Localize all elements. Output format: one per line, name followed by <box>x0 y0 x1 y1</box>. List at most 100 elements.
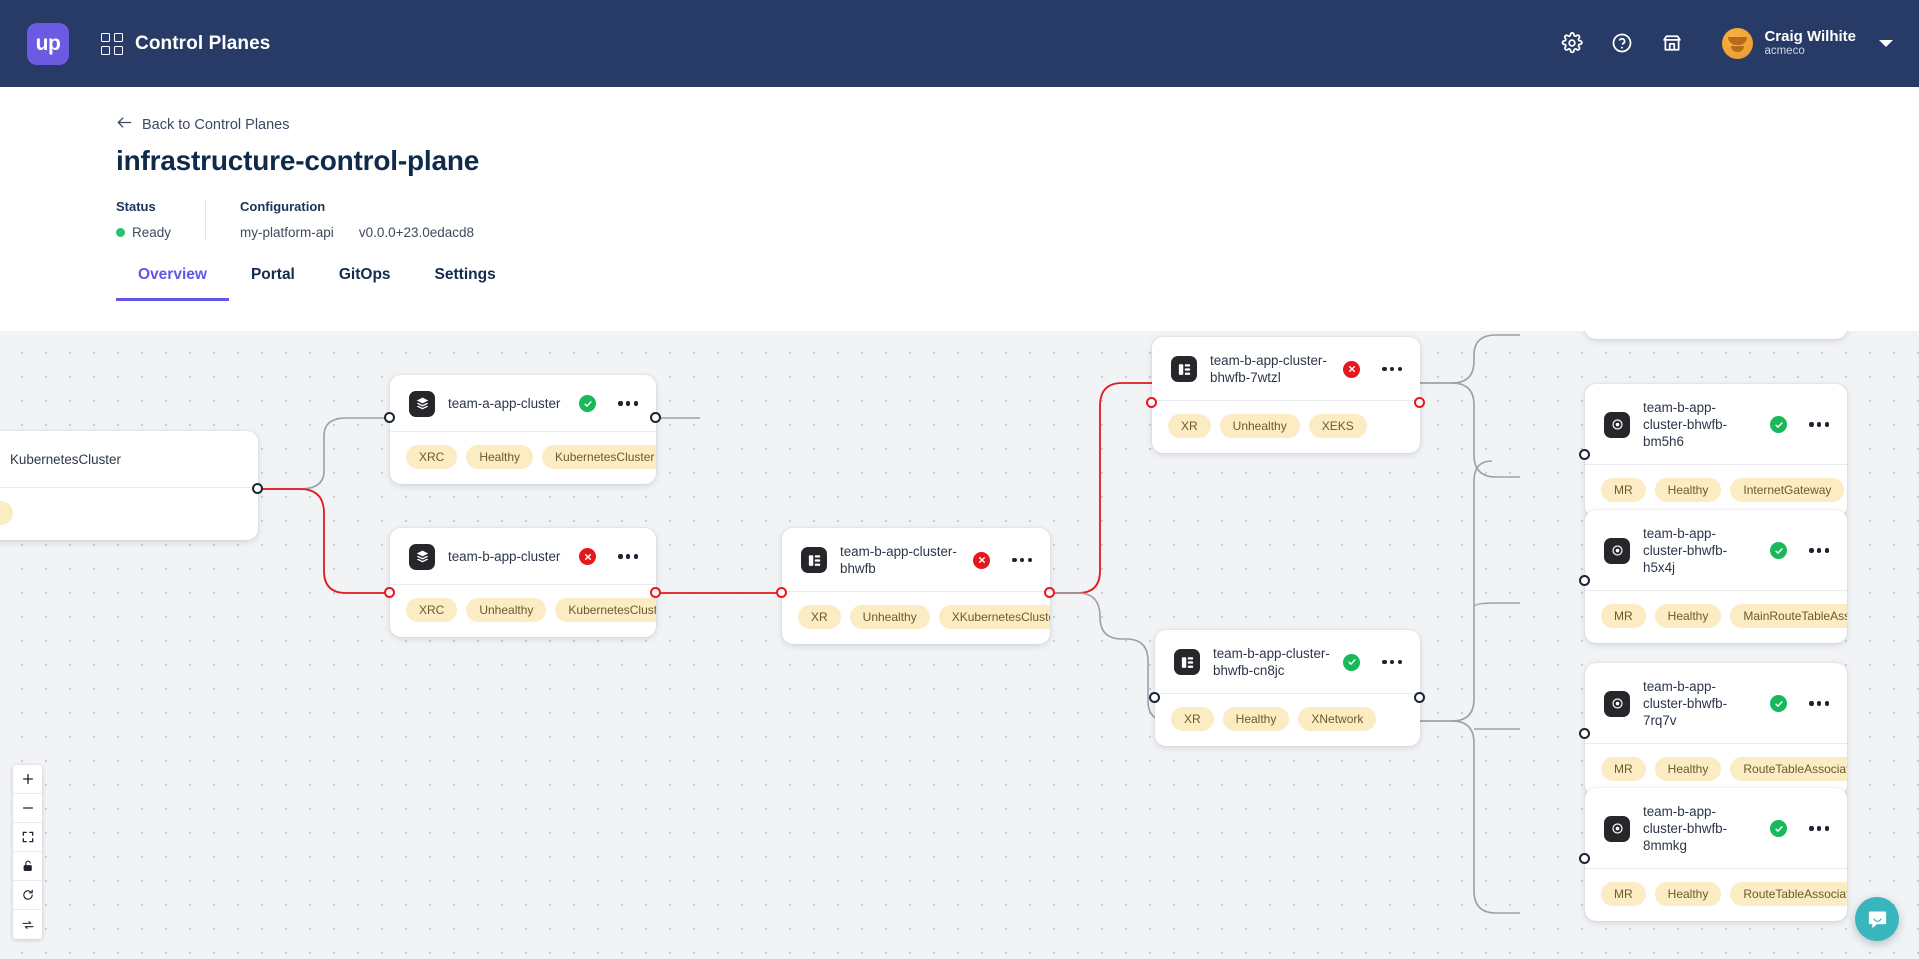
handle-team-b-out[interactable] <box>650 587 661 598</box>
handle-team-a-out[interactable] <box>650 412 661 423</box>
tag-health: Unhealthy <box>849 605 930 630</box>
status-unhealthy-icon <box>973 551 991 569</box>
handle-cn8jc-out[interactable] <box>1414 692 1425 703</box>
managed-resource-icon <box>1604 537 1630 564</box>
graph-node-team-b-app-cluster-bhwfb-bm5h6[interactable]: team-b-app-cluster-bhwfb-bm5h6 MR Health… <box>1585 384 1847 518</box>
tag-kind: XR <box>1171 707 1214 732</box>
node-tags: XR Unhealthy XKubernetesCluster <box>782 592 1050 644</box>
tag-kind: MR <box>1601 757 1646 782</box>
node-tags: XRC Healthy KubernetesCluster <box>390 432 656 484</box>
node-menu-button[interactable] <box>1373 363 1404 375</box>
sync-icon[interactable] <box>13 910 42 939</box>
graph-node-team-b-app-cluster-bhwfb-cn8jc[interactable]: team-b-app-cluster-bhwfb-cn8jc XR Health… <box>1155 630 1420 747</box>
tag-type: XEKS <box>1308 414 1367 439</box>
refresh-icon[interactable] <box>13 881 42 910</box>
tab-portal[interactable]: Portal <box>250 266 295 283</box>
tag-type: InternetGateway <box>1730 478 1845 503</box>
node-menu-button[interactable] <box>1800 418 1831 430</box>
composite-icon <box>1174 649 1200 676</box>
graph-node-team-a-app-cluster[interactable]: team-a-app-cluster XRC Healthy Kubernete… <box>390 375 656 484</box>
handle-7wtzl-out[interactable] <box>1414 397 1425 408</box>
chevron-down-icon[interactable] <box>1879 39 1893 47</box>
node-title: team-b-app-cluster-bhwfb-h5x4j <box>1643 526 1728 576</box>
handle-team-a-in[interactable] <box>384 412 395 423</box>
node-menu-button[interactable] <box>1800 697 1831 709</box>
graph-node-team-b-app-cluster[interactable]: team-b-app-cluster XRC Unhealthy Kuberne… <box>390 528 656 637</box>
graph-node-partial-top[interactable] <box>1585 331 1847 339</box>
status-block: Status Ready <box>116 199 205 240</box>
zoom-in-icon[interactable] <box>13 765 42 794</box>
top-navigation-bar: up Control Planes Craig Wilhite acmeco <box>0 0 1919 87</box>
tab-settings[interactable]: Settings <box>434 266 496 283</box>
node-divider <box>1585 590 1847 592</box>
managed-resource-icon <box>1604 690 1630 717</box>
tag-health: Healthy <box>1654 604 1722 629</box>
tag-type: RouteTableAssociation <box>1730 882 1847 907</box>
resource-graph-canvas[interactable]: KubernetesCluster API team-a-app-cluster… <box>0 331 1919 959</box>
handle-7wtzl-in[interactable] <box>1146 397 1157 408</box>
handle-cn8jc-in[interactable] <box>1149 692 1160 703</box>
node-menu-button[interactable] <box>1373 656 1404 668</box>
handle-kubernetescluster-out[interactable] <box>252 483 263 494</box>
node-menu-button[interactable] <box>1800 544 1831 556</box>
node-menu-button[interactable] <box>609 550 640 562</box>
handle-7rq7v-in[interactable] <box>1579 728 1590 739</box>
topbar-actions: Craig Wilhite acmeco <box>1558 28 1893 59</box>
node-title: team-b-app-cluster-bhwfb-cn8jc <box>1213 646 1330 679</box>
node-header: team-a-app-cluster <box>390 375 656 431</box>
tag-type: RouteTableAssociation <box>1730 757 1847 782</box>
graph-node-team-b-app-cluster-bhwfb-7wtzl[interactable]: team-b-app-cluster-bhwfb-7wtzl XR Unheal… <box>1152 337 1420 454</box>
tag-kind: MR <box>1601 604 1646 629</box>
tag-health: Healthy <box>1654 882 1722 907</box>
tab-overview[interactable]: Overview <box>116 260 229 301</box>
handle-8mmkg-in[interactable] <box>1579 853 1590 864</box>
fit-view-icon[interactable] <box>13 823 42 852</box>
node-title: team-b-app-cluster-bhwfb-7wtzl <box>1210 353 1327 386</box>
status-unhealthy-icon <box>1343 360 1361 378</box>
status-label: Status <box>116 199 156 214</box>
zoom-out-icon[interactable] <box>13 794 42 823</box>
graph-node-team-b-app-cluster-bhwfb-h5x4j[interactable]: team-b-app-cluster-bhwfb-h5x4j MR Health… <box>1585 510 1847 644</box>
node-divider <box>0 487 258 488</box>
node-menu-button[interactable] <box>1800 822 1831 834</box>
node-header: KubernetesCluster <box>0 431 258 487</box>
configuration-value: my-platform-api v0.0.0+23.0edacd8 <box>240 225 474 240</box>
graph-node-team-b-app-cluster-bhwfb-8mmkg[interactable]: team-b-app-cluster-bhwfb-8mmkg MR Health… <box>1585 788 1847 922</box>
node-title: team-b-app-cluster-bhwfb-7rq7v <box>1643 679 1728 729</box>
marketplace-icon[interactable] <box>1658 29 1686 57</box>
node-tags: XR Healthy XNetwork <box>1155 694 1420 746</box>
handle-h5x4j-in[interactable] <box>1579 575 1590 586</box>
help-icon[interactable] <box>1608 29 1636 57</box>
upbound-logo[interactable]: up <box>27 22 69 65</box>
status-healthy-icon <box>579 395 597 412</box>
status-healthy-icon <box>1770 542 1788 560</box>
node-tags: API <box>0 488 258 540</box>
back-to-control-planes-link[interactable]: Back to Control Planes <box>116 115 290 134</box>
graph-node-team-b-app-cluster-bhwfb[interactable]: team-b-app-cluster-bhwfb XR Unhealthy XK… <box>782 528 1050 645</box>
handle-bhwfb-in[interactable] <box>776 587 787 598</box>
grid-icon <box>101 32 123 55</box>
node-header: team-b-app-cluster-bhwfb-bm5h6 <box>1585 384 1847 464</box>
canvas-controls <box>13 765 42 939</box>
tag-health: Unhealthy <box>466 598 547 622</box>
tab-bar: Overview Portal GitOps Settings <box>0 260 1919 301</box>
chat-bubble-icon[interactable] <box>1855 897 1899 941</box>
handle-bm5h6-in[interactable] <box>1579 449 1590 460</box>
node-menu-button[interactable] <box>609 397 640 409</box>
avatar <box>1722 27 1754 59</box>
graph-node-team-b-app-cluster-bhwfb-7rq7v[interactable]: team-b-app-cluster-bhwfb-7rq7v MR Health… <box>1585 663 1847 797</box>
user-menu[interactable]: Craig Wilhite acmeco <box>1722 28 1893 59</box>
handle-team-b-in[interactable] <box>384 587 395 598</box>
composite-icon <box>1171 356 1197 383</box>
handle-bhwfb-out[interactable] <box>1044 587 1055 598</box>
tab-gitops[interactable]: GitOps <box>338 266 391 283</box>
nav-control-planes[interactable]: Control Planes <box>101 32 270 55</box>
status-healthy-icon <box>1770 416 1788 434</box>
lock-icon[interactable] <box>13 852 42 881</box>
node-divider <box>782 591 1050 593</box>
node-tags: MR Healthy InternetGateway <box>1585 465 1847 517</box>
node-menu-button[interactable] <box>1003 554 1034 566</box>
graph-node-kubernetescluster[interactable]: KubernetesCluster API <box>0 431 258 540</box>
gear-icon[interactable] <box>1558 29 1586 57</box>
configuration-label: Configuration <box>240 199 326 214</box>
